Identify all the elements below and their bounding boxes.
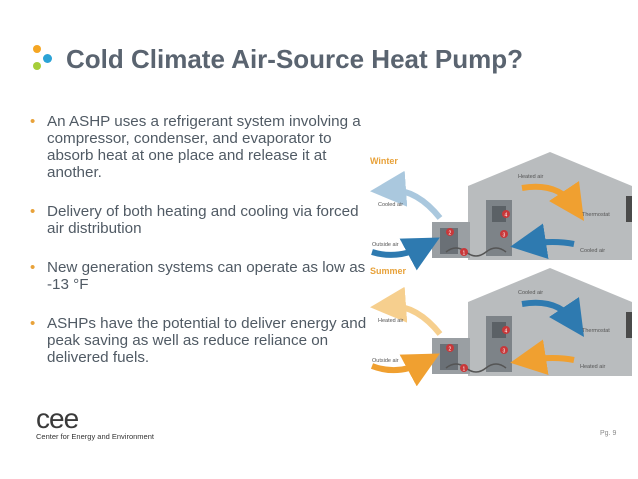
slide-title: Cold Climate Air-Source Heat Pump? [66, 44, 523, 74]
svg-text:Heated air: Heated air [378, 318, 404, 324]
bullet-item: • An ASHP uses a refrigerant system invol… [30, 113, 370, 181]
bullet-text: Delivery of both heating and cooling via… [47, 203, 359, 237]
summer-return-air-arrow [510, 339, 575, 376]
svg-text:3: 3 [503, 349, 506, 355]
bullet-marker: • [30, 203, 36, 220]
winter-season-label: Winter [370, 156, 398, 166]
svg-text:1: 1 [463, 367, 466, 373]
svg-text:Cooled air: Cooled air [518, 290, 543, 296]
bullet-text: ASHPs have the potential to deliver ener… [47, 315, 367, 366]
summer-season-label: Summer [370, 266, 407, 276]
bullet-item: • Delivery of both heating and cooling vi… [30, 203, 370, 237]
winter-thermostat-icon [626, 196, 632, 222]
svg-text:Outside air: Outside air [372, 242, 399, 248]
svg-text:Heated air: Heated air [518, 174, 544, 180]
svg-text:Thermostat: Thermostat [582, 328, 610, 334]
bullet-text: An ASHP uses a refrigerant system involv… [47, 113, 361, 181]
svg-text:Heated air: Heated air [580, 364, 606, 370]
logo-subtitle: Center for Energy and Environment [36, 432, 154, 441]
bullet-marker: • [30, 113, 36, 130]
heat-pump-diagram: Winter 2 1 3 4 Cooled air Outside air He… [370, 152, 632, 386]
svg-text:4: 4 [505, 213, 508, 219]
summer-cooled-air-arrow [521, 297, 584, 337]
bullet-item: • New generation systems can operate as l… [30, 259, 370, 293]
summer-panel: Summer 2 1 3 4 Heated air Outside air Co… [370, 266, 632, 386]
svg-text:Cooled air: Cooled air [580, 248, 605, 254]
winter-outside-air-arrow [371, 237, 440, 271]
svg-text:Thermostat: Thermostat [582, 212, 610, 218]
summer-outside-air-arrow [370, 353, 440, 386]
cee-logo: cee Center for Energy and Environment [36, 403, 154, 442]
page-number: Pg. 9 [600, 430, 617, 437]
logo-text: cee [36, 403, 79, 434]
bullet-marker: • [30, 259, 36, 276]
bullet-marker: • [30, 315, 36, 332]
svg-text:4: 4 [505, 329, 508, 335]
svg-text:Cooled air: Cooled air [378, 202, 403, 208]
bullet-list: • An ASHP uses a refrigerant system invol… [30, 113, 370, 388]
summer-thermostat-icon [626, 312, 632, 338]
winter-panel: Winter 2 1 3 4 Cooled air Outside air He… [370, 152, 632, 271]
title-dots-icon [30, 44, 60, 74]
svg-text:2: 2 [449, 231, 452, 237]
winter-cooled-air-arrow [370, 170, 443, 220]
svg-text:Outside air: Outside air [372, 358, 399, 364]
bullet-text: New generation systems can operate as lo… [47, 259, 366, 293]
svg-text:2: 2 [449, 347, 452, 353]
summer-heated-air-arrow [370, 286, 443, 336]
svg-text:1: 1 [463, 251, 466, 257]
winter-heated-air-arrow [521, 181, 584, 221]
svg-text:3: 3 [503, 233, 506, 239]
bullet-item: • ASHPs have the potential to deliver ene… [30, 315, 370, 366]
winter-return-air-arrow [510, 223, 575, 260]
